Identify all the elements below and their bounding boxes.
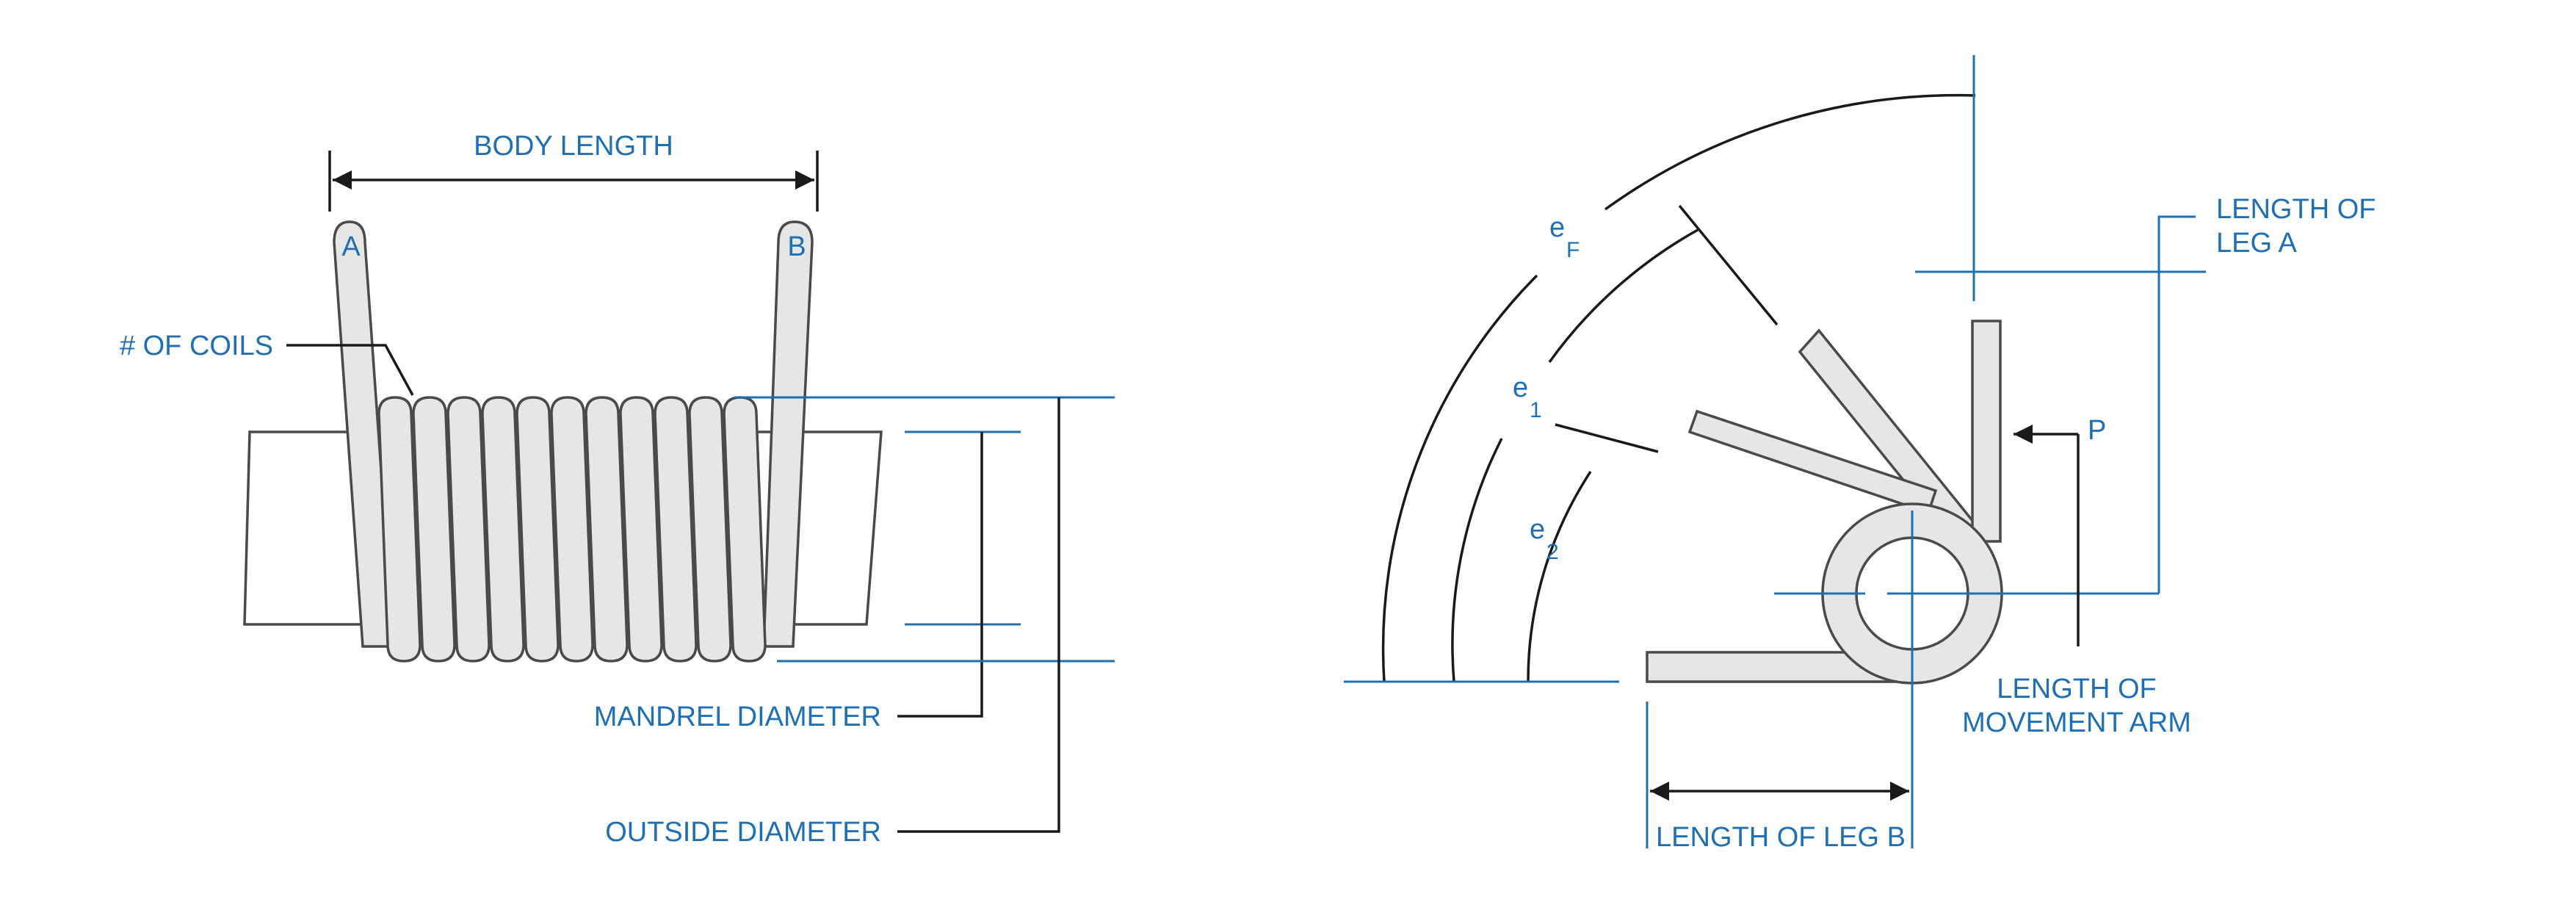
movement-arm-label-line2: MOVEMENT ARM bbox=[1962, 707, 2191, 738]
num-coils-leader bbox=[286, 344, 414, 396]
theta-f-subscript: F bbox=[1566, 238, 1580, 262]
leg-a-vertical bbox=[1971, 320, 2002, 543]
outside-diameter-leader bbox=[897, 397, 1060, 833]
spring-coil bbox=[688, 396, 732, 663]
theta-2-symbol: e bbox=[1530, 514, 1545, 545]
outside-diameter-label: OUTSIDE DIAMETER bbox=[605, 817, 881, 848]
length-leg-a-label-line2: LEG A bbox=[2216, 228, 2297, 259]
spring-coil bbox=[446, 396, 491, 663]
leg-a-length-leader bbox=[2157, 215, 2196, 594]
spring-coil bbox=[585, 396, 629, 663]
theta-f-arc-lower bbox=[1381, 274, 1538, 682]
theta-f-symbol: e bbox=[1549, 212, 1565, 243]
theta-2-arc bbox=[1527, 471, 1592, 682]
mandrel-diameter-label: MANDREL DIAMETER bbox=[594, 702, 881, 732]
mandrel-diameter-leader bbox=[897, 432, 983, 718]
spring-coil bbox=[515, 396, 560, 663]
spring-coil bbox=[377, 396, 422, 663]
movement-arm-label-line1: LENGTH OF bbox=[1997, 674, 2156, 704]
length-leg-a-label-line1: LENGTH OF bbox=[2216, 194, 2376, 225]
spring-coil bbox=[550, 396, 594, 663]
spring-coil bbox=[654, 396, 698, 663]
theta-f-arc-upper bbox=[1604, 93, 1976, 211]
spring-coils bbox=[377, 396, 767, 663]
leg-position-1 bbox=[1687, 409, 1938, 515]
leg-a-label: A bbox=[341, 231, 361, 262]
body-length-label: BODY LENGTH bbox=[474, 131, 673, 162]
spring-leg-b bbox=[762, 220, 814, 648]
theta-1-tick bbox=[1555, 423, 1659, 453]
theta-1-symbol: e bbox=[1513, 372, 1528, 403]
spring-coil bbox=[723, 396, 767, 663]
spring-leg-a bbox=[333, 220, 395, 648]
left-spring-diagram: BODY LENGTH A B # OF COILS MANDREL DIAME… bbox=[120, 131, 1115, 848]
theta-f-tick bbox=[1678, 204, 1779, 326]
force-p-label: P bbox=[2088, 415, 2106, 446]
theta-1-arc-upper bbox=[1548, 228, 1698, 364]
spring-coil bbox=[619, 396, 663, 663]
theta-1-arc-lower bbox=[1451, 438, 1503, 682]
theta-2-subscript: 2 bbox=[1546, 540, 1559, 564]
leg-b-label: B bbox=[787, 231, 806, 262]
length-leg-b-label: LENGTH OF LEG B bbox=[1656, 822, 1906, 853]
right-spring-diagram: LENGTH OF LEG A P LENGTH OF MOVEMENT ARM… bbox=[1344, 55, 2376, 853]
num-coils-label: # OF COILS bbox=[120, 331, 273, 361]
spring-coil bbox=[481, 396, 525, 663]
spring-coil bbox=[412, 396, 456, 663]
theta-1-subscript: 1 bbox=[1530, 398, 1542, 422]
